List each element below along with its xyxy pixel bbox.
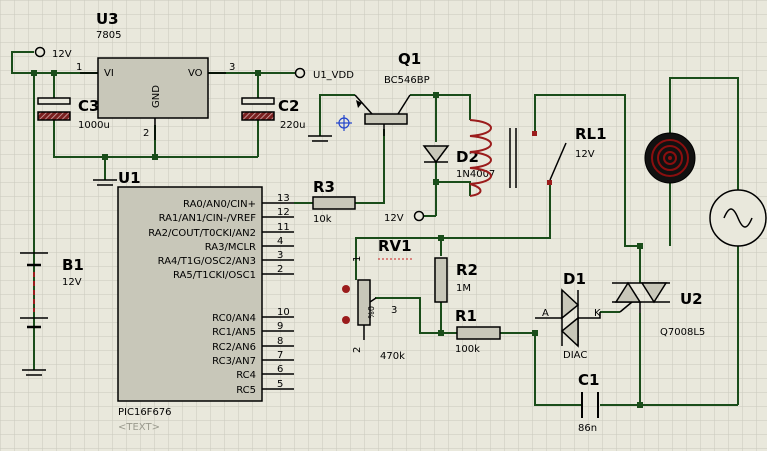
u1-pin-name: RA2/COUT/T0CKI/AN2 xyxy=(148,228,256,239)
r1-ref: R1 xyxy=(455,307,477,325)
vdd-terminal[interactable]: U1_VDD xyxy=(294,67,355,82)
r3-ref: R3 xyxy=(313,178,335,196)
u2-ref: U2 xyxy=(680,290,703,308)
q1-value: BC546BP xyxy=(384,75,430,86)
d2-value: 1N4007 xyxy=(456,169,495,180)
supply-label: 12V xyxy=(52,49,72,60)
u3-vo-label: VO xyxy=(188,68,203,79)
u3-pin2: 2 xyxy=(143,128,149,139)
rv1-body-text: 0% xyxy=(366,306,375,319)
rv1-value: 470k xyxy=(380,351,405,362)
u1-pin-number: 8 xyxy=(277,336,283,347)
supply-terminal[interactable]: 12V xyxy=(34,46,72,61)
u1-pin-number: 11 xyxy=(277,222,290,233)
u3-vi-label: VI xyxy=(104,68,114,79)
u1-pin-number: 6 xyxy=(277,364,283,375)
u1-ref: U1 xyxy=(118,169,141,187)
u1-pin-number: 12 xyxy=(277,207,290,218)
c3-ref: C3 xyxy=(78,97,99,115)
u1-pin-name: RA0/AN0/CIN+ xyxy=(183,199,256,210)
r1-value: 100k xyxy=(455,344,480,355)
rv1-pin1: 1 xyxy=(352,256,363,262)
r3-resistor[interactable]: R3 10k xyxy=(312,178,356,225)
c1-value: 86n xyxy=(578,423,597,434)
q1-transistor[interactable]: Q1 BC546BP xyxy=(354,50,430,136)
u3-regulator[interactable]: U3 7805 VI VO GND 1 2 3 xyxy=(76,10,235,140)
rv1-ref: RV1 xyxy=(378,237,412,255)
rl1-ref: RL1 xyxy=(575,125,607,143)
u1-pin-number: 2 xyxy=(277,264,283,275)
c1-capacitor[interactable]: C1 86n xyxy=(578,371,599,434)
d1-ref: D1 xyxy=(563,270,586,288)
d1-pin-k: K xyxy=(594,308,601,319)
u1-pin-number: 13 xyxy=(277,193,290,204)
d1-pin-a: A xyxy=(542,308,549,319)
ground-symbol-battery xyxy=(22,369,46,376)
u1-pin-name: RA5/T1CKI/OSC1 xyxy=(173,270,256,281)
u1-pin-name: RA4/T1G/OSC2/AN3 xyxy=(158,256,256,267)
u1-pin-name: RC3/AN7 xyxy=(212,356,256,367)
vdd-label: U1_VDD xyxy=(313,70,354,81)
rl1-relay[interactable]: RL1 12V xyxy=(469,119,607,197)
u1-pin-number: 7 xyxy=(277,350,283,361)
rv1-potentiometer[interactable]: 0% RV1 1 2 3 470k xyxy=(342,237,412,362)
u2-triac[interactable]: U2 Q7008L5 xyxy=(612,281,705,338)
relay-supply-terminal[interactable]: 12V xyxy=(384,210,425,225)
u2-value: Q7008L5 xyxy=(660,327,705,338)
rv1-pin2: 2 xyxy=(352,347,363,353)
u1-pin-name: RC2/AN6 xyxy=(212,342,256,353)
d1-diac[interactable]: D1 DIAC A K xyxy=(535,270,601,361)
u1-part: PIC16F676 xyxy=(118,407,172,418)
rv1-pin3: 3 xyxy=(391,305,397,316)
c2-value: 220u xyxy=(280,120,305,131)
rl1-value: 12V xyxy=(575,149,595,160)
u3-pin1: 1 xyxy=(76,62,82,73)
ground-symbol-q1 xyxy=(308,135,332,142)
r2-resistor[interactable]: R2 1M xyxy=(434,257,478,303)
d1-value: DIAC xyxy=(563,350,587,361)
b1-battery[interactable]: B1 12V xyxy=(20,252,84,329)
r2-value: 1M xyxy=(456,283,471,294)
r1-resistor[interactable]: R1 100k xyxy=(455,307,501,355)
c3-value: 1000u xyxy=(78,120,110,131)
b1-ref: B1 xyxy=(62,256,84,274)
u1-text-placeholder: <TEXT> xyxy=(118,422,160,433)
c1-ref: C1 xyxy=(578,371,599,389)
u1-pin-number: 4 xyxy=(277,236,283,247)
c2-ref: C2 xyxy=(278,97,299,115)
b1-value: 12V xyxy=(62,277,82,288)
motor-icon[interactable] xyxy=(644,132,696,184)
r2-ref: R2 xyxy=(456,261,478,279)
u1-pin-name: RC5 xyxy=(236,385,256,396)
u1-pin-name: RC4 xyxy=(236,370,256,381)
u1-pin-name: RC0/AN4 xyxy=(212,313,256,324)
crosshair-icon xyxy=(336,115,352,131)
junctions xyxy=(31,70,643,408)
u1-pin-name: RA1/AN1/CIN-/VREF xyxy=(159,213,257,224)
r3-value: 10k xyxy=(313,214,332,225)
u3-value: 7805 xyxy=(96,30,121,41)
u1-pin-name: RA3/MCLR xyxy=(205,242,256,253)
u1-pin-name: RC1/AN5 xyxy=(212,327,256,338)
c3-capacitor[interactable]: C3 1000u xyxy=(37,97,110,131)
u3-ref: U3 xyxy=(96,10,119,28)
u1-pin-number: 3 xyxy=(277,250,283,261)
c2-capacitor[interactable]: C2 220u xyxy=(241,97,305,131)
ac-source-icon[interactable] xyxy=(709,189,767,247)
u1-pin-number: 5 xyxy=(277,379,283,390)
u1-pin-number: 9 xyxy=(277,321,283,332)
u3-pin3: 3 xyxy=(229,62,235,73)
relay-supply-label: 12V xyxy=(384,213,404,224)
ground-symbol-left xyxy=(93,179,117,186)
u1-pin-number: 10 xyxy=(277,307,290,318)
u1-microcontroller[interactable]: U1 PIC16F676 <TEXT> RA0/AN0/CIN+ 13RA1/AN… xyxy=(117,169,294,433)
u3-gnd-label: GND xyxy=(151,85,162,108)
q1-ref: Q1 xyxy=(398,50,421,68)
